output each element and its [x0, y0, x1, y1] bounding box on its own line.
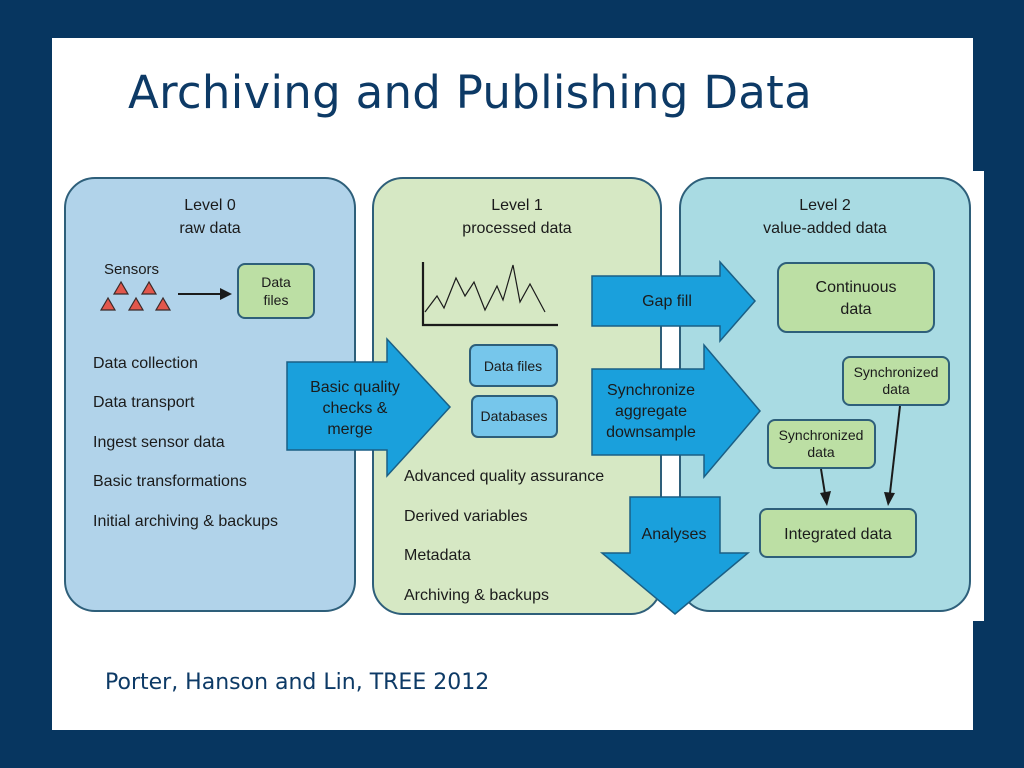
processed-data-files-label: Data files: [484, 358, 542, 374]
sync-right-to-integrated-arrow: [884, 405, 901, 506]
level0-item: Basic transformations: [93, 473, 247, 490]
databases-label: Databases: [481, 408, 548, 424]
synchronized-data-right-line2: data: [882, 381, 909, 397]
raw-data-files-label-line2: files: [264, 292, 289, 308]
sync-left-to-integrated-arrow: [820, 468, 831, 506]
synchronize-arrow-line3: downsample: [606, 424, 696, 441]
processed-data-files-box: [469, 344, 558, 387]
gap-fill-arrow: Gap fill: [591, 260, 757, 343]
databases-box: [471, 395, 558, 438]
level0-item: Data collection: [93, 355, 198, 372]
basic-quality-arrow-line3: merge: [327, 421, 372, 438]
sensor-to-files-arrow: [178, 288, 232, 300]
level1-item: Derived variables: [404, 508, 528, 525]
level0-subtitle: raw data: [179, 220, 240, 237]
slide-edge-strip: [973, 171, 984, 621]
level1-item: Metadata: [404, 547, 471, 564]
synchronized-data-right-line1: Synchronized: [854, 364, 939, 380]
synchronize-arrow-line2: aggregate: [615, 403, 687, 420]
basic-quality-arrow-line1: Basic quality: [310, 379, 400, 396]
sensors-label: Sensors: [104, 261, 159, 278]
synchronized-data-left-line1: Synchronized: [779, 427, 864, 443]
analyses-arrow-label: Analyses: [642, 526, 707, 543]
basic-quality-arrow-line2: checks &: [323, 400, 388, 417]
synchronized-data-box-left: [767, 419, 876, 469]
level0-title: Level 0: [184, 197, 236, 214]
basic-quality-arrow: Basic quality checks & merge: [286, 337, 452, 478]
synchronize-arrow-line1: Synchronize: [607, 382, 695, 399]
synchronize-arrow: Synchronize aggregate downsample: [591, 342, 761, 480]
level1-subtitle: processed data: [462, 220, 572, 237]
level1-title: Level 1: [491, 197, 543, 214]
level0-item: Initial archiving & backups: [93, 513, 278, 530]
time-series-chart-icon: [421, 262, 558, 327]
level2-subtitle: value-added data: [763, 220, 887, 237]
synchronized-data-left-line2: data: [807, 444, 834, 460]
citation: Porter, Hanson and Lin, TREE 2012: [105, 670, 490, 695]
synchronized-data-box-right: [842, 356, 950, 406]
level2-title: Level 2: [799, 197, 851, 214]
continuous-data-label-line2: data: [840, 301, 871, 318]
continuous-data-box: [777, 262, 935, 333]
slide-title: Archiving and Publishing Data: [128, 66, 812, 119]
sensor-triangles-icon: [99, 280, 172, 311]
raw-data-files-label-line1: Data: [261, 274, 291, 290]
continuous-data-label-line1: Continuous: [816, 279, 897, 296]
integrated-data-label: Integrated data: [784, 526, 892, 543]
gap-fill-arrow-label: Gap fill: [642, 293, 692, 310]
analyses-arrow: Analyses: [599, 496, 751, 615]
level1-item: Advanced quality assurance: [404, 468, 604, 485]
integrated-data-box: [759, 508, 917, 558]
level0-item: Ingest sensor data: [93, 434, 225, 451]
raw-data-files-box: [237, 263, 315, 319]
level1-item: Archiving & backups: [404, 587, 549, 604]
level0-item: Data transport: [93, 394, 195, 411]
